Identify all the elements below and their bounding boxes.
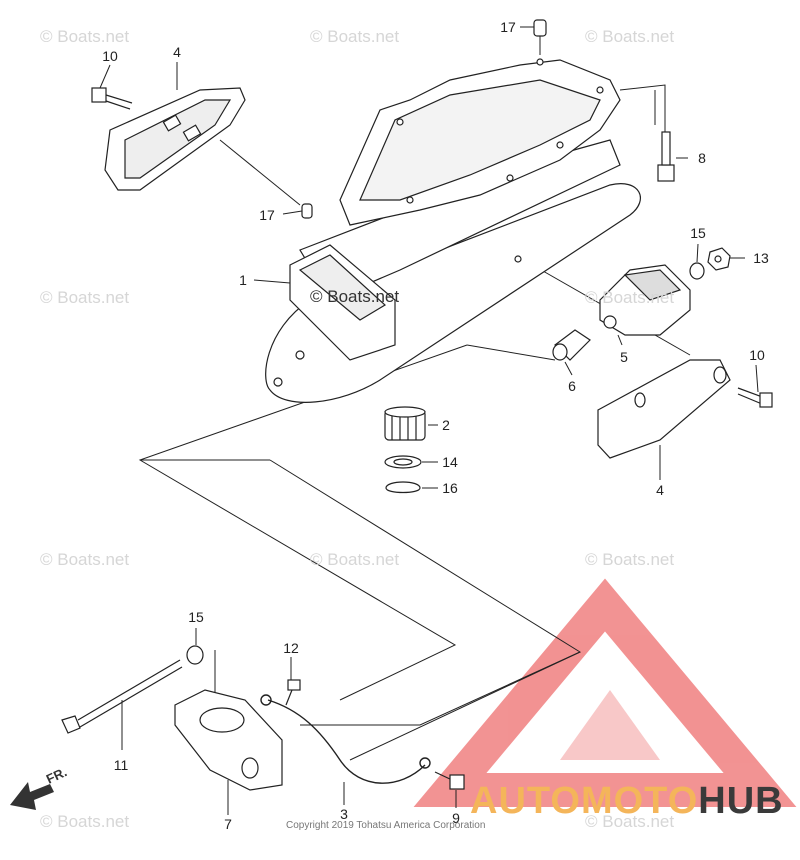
- callout-16: 16: [442, 480, 458, 496]
- callout-7: 7: [224, 816, 232, 832]
- bushing-6: [552, 329, 591, 361]
- washer-15-lower: [186, 645, 204, 665]
- side-plate-lower: [597, 359, 731, 459]
- callout-5: 5: [620, 349, 628, 365]
- bolt-8: [657, 131, 675, 182]
- callout-9: 9: [452, 810, 460, 826]
- callout-2: 2: [442, 417, 450, 433]
- mount-5: [599, 264, 691, 336]
- lower-casing: [265, 58, 641, 403]
- logo-part1: AUTOMOTO: [470, 780, 699, 822]
- front-arrow-icon: [10, 782, 54, 810]
- clip-16: [385, 481, 421, 494]
- pin-17-top: [533, 19, 547, 37]
- callout-4: 4: [656, 482, 664, 498]
- washer-14: [384, 455, 422, 469]
- nut-13: [707, 247, 731, 271]
- callout-10: 10: [102, 48, 118, 64]
- washer-15-upper: [689, 262, 705, 280]
- watermark: © Boats.net: [585, 812, 675, 831]
- watermark: © Boats.net: [585, 27, 675, 46]
- automotohub-logo: AUTOMOTOHUB: [470, 780, 784, 823]
- callout-3: 3: [340, 806, 348, 822]
- bolt-upper-left: [91, 87, 133, 110]
- bolt-12: [285, 679, 301, 706]
- center-watermark: © Boats.net: [310, 287, 400, 306]
- callout-8: 8: [698, 150, 706, 166]
- logo-part2: HUB: [698, 780, 784, 822]
- callout-12: 12: [283, 640, 299, 656]
- callout-17: 17: [500, 19, 516, 35]
- watermark: © Boats.net: [40, 812, 130, 831]
- callout-leaders: [99, 26, 759, 815]
- watermark: © Boats.net: [585, 550, 675, 569]
- copyright-text: Copyright 2019 Tohatsu America Corporati…: [286, 820, 486, 831]
- pin-17-left: [301, 203, 313, 219]
- callout-6: 6: [568, 378, 576, 394]
- callout-1: 1: [239, 272, 247, 288]
- watermark: © Boats.net: [40, 550, 130, 569]
- watermark: © Boats.net: [310, 27, 400, 46]
- side-plate-upper: [104, 87, 246, 191]
- watermark: © Boats.net: [40, 288, 130, 307]
- bolt-11: [61, 659, 183, 734]
- callout-11: 11: [113, 757, 129, 773]
- callout-15: 15: [690, 225, 706, 241]
- bolt-lower-right: [737, 387, 773, 408]
- watermark: © Boats.net: [40, 27, 130, 46]
- bearing-2: [384, 406, 426, 441]
- callout-15: 15: [188, 609, 204, 625]
- callout-10: 10: [749, 347, 765, 363]
- bolt-9: [434, 771, 465, 790]
- cable-3: [260, 694, 431, 784]
- bracket-7: [174, 689, 283, 791]
- callout-13: 13: [753, 250, 769, 266]
- callout-14: 14: [442, 454, 458, 470]
- watermark: © Boats.net: [310, 550, 400, 569]
- callout-17: 17: [259, 207, 275, 223]
- callout-4: 4: [173, 44, 181, 60]
- watermark: © Boats.net: [585, 288, 675, 307]
- logo-triangle: [413, 578, 797, 807]
